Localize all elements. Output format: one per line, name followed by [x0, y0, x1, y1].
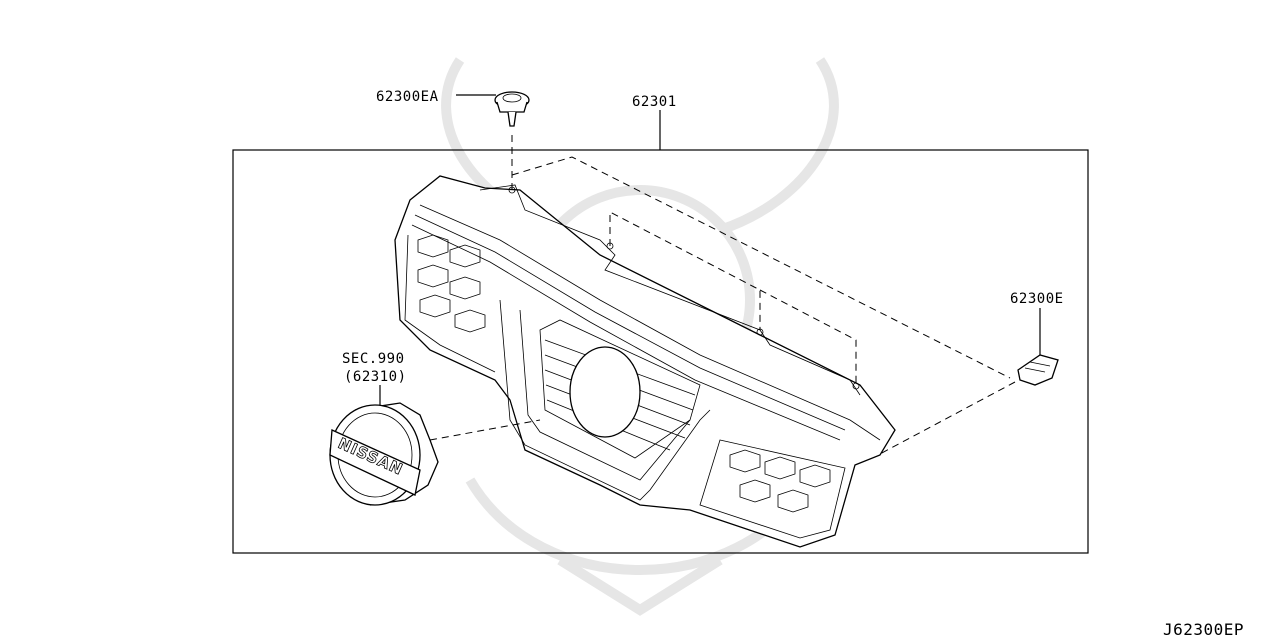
- figure-code: J62300EP: [1163, 620, 1244, 637]
- clip-62300ea[interactable]: [494, 91, 530, 127]
- leader-lines: [379, 94, 1041, 405]
- emblem-mount: [569, 346, 641, 438]
- callout-62310: (62310): [344, 369, 407, 385]
- callout-sec-990: SEC.990: [342, 351, 405, 367]
- honeycomb-mesh: [417, 234, 831, 513]
- assembly-lines: [429, 135, 1016, 456]
- clip-62300e[interactable]: [1017, 354, 1059, 386]
- callout-62300e: 62300E: [1010, 291, 1064, 307]
- nissan-emblem[interactable]: NISSAN: [329, 402, 439, 506]
- front-grille[interactable]: [394, 175, 896, 548]
- callout-62301: 62301: [632, 94, 677, 110]
- callout-62300ea: 62300EA: [376, 89, 439, 105]
